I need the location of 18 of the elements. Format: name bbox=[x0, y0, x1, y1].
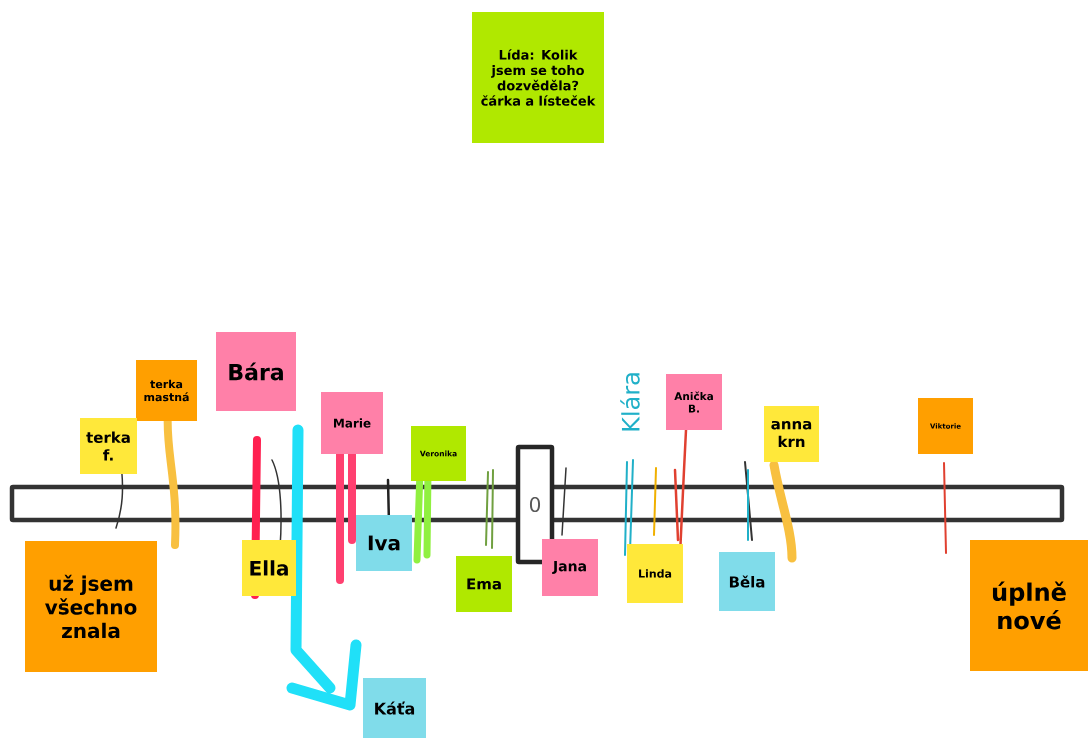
sticky-note: Lída: Kolik jsem se toho dozvěděla? čárka a lísteček bbox=[472, 12, 604, 143]
sticky-note: Běla bbox=[719, 552, 775, 611]
sticky-note: terka f. bbox=[80, 418, 137, 474]
sticky-note: Bára bbox=[216, 332, 296, 411]
sticky-note: Linda bbox=[627, 544, 683, 603]
sticky-note: Káťa bbox=[363, 678, 426, 738]
sticky-note: Ella bbox=[242, 540, 296, 596]
sticky-note: Anička B. bbox=[666, 374, 722, 430]
sticky-note: Ema bbox=[456, 556, 512, 612]
sticky-note: terka mastná bbox=[136, 360, 197, 421]
sticky-note: Marie bbox=[321, 392, 383, 454]
zero-box: 0 bbox=[515, 444, 555, 565]
sticky-note: úplně nové bbox=[970, 540, 1088, 671]
sticky-note: Iva bbox=[356, 515, 412, 571]
sticky-note: už jsem všechno znala bbox=[25, 541, 157, 672]
handwritten-label: Klára bbox=[620, 373, 640, 431]
sticky-note: Jana bbox=[542, 539, 598, 596]
sticky-note: anna krn bbox=[764, 406, 819, 462]
